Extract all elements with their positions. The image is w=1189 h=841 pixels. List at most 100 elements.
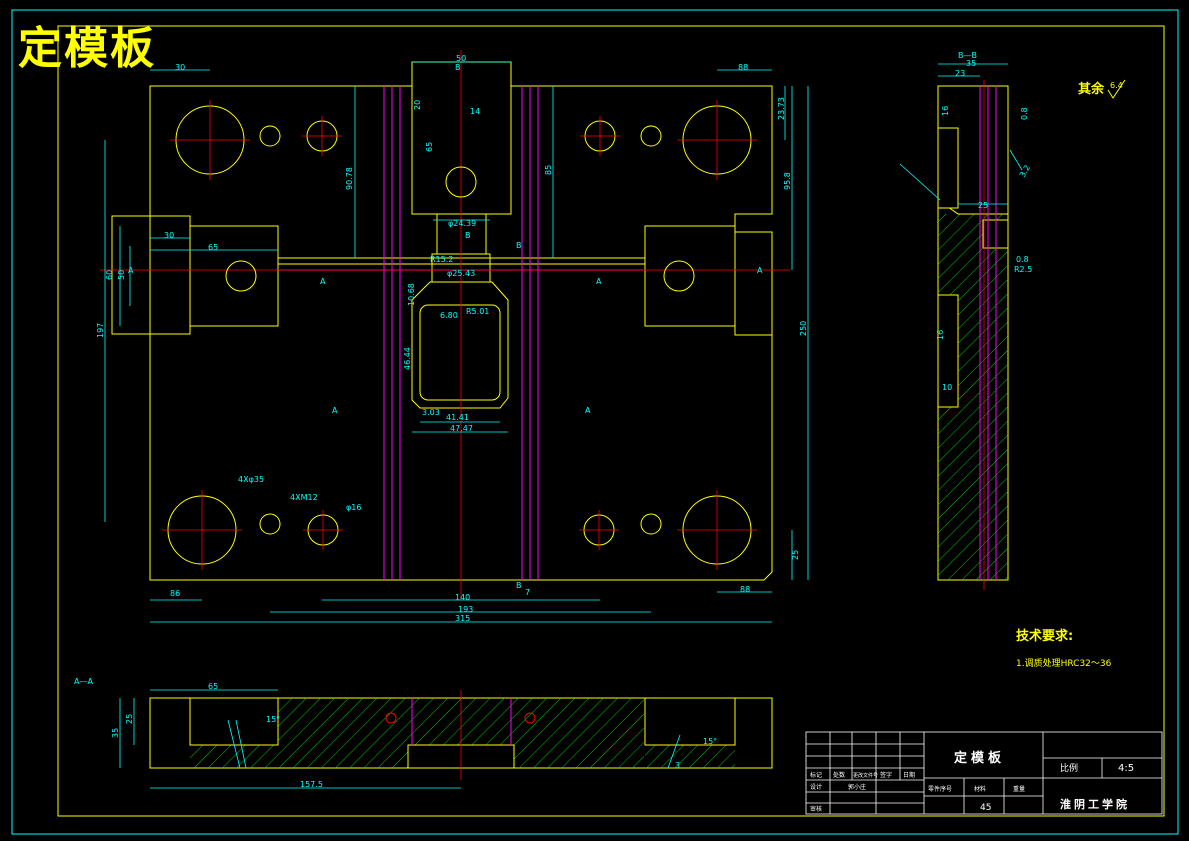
dimension-label: 16 [936,330,945,340]
dimension-label: 签字 [880,771,892,779]
dimension-label: 23 [955,69,965,78]
dimension-label: A [757,266,763,275]
dimension-label: 193 [458,605,473,614]
dimension-label: 4:5 [1118,763,1134,774]
dimension-label: 10 [942,383,952,392]
dimension-label: R5.01 [466,307,489,316]
dimension-label: 日期 [903,771,915,779]
dimension-label: A [128,266,134,275]
dimension-label: 零件序号 [928,785,952,793]
dimension-label: 140 [455,593,470,602]
inner-frame [57,25,1165,817]
dimension-label: R2.5 [1014,265,1032,274]
dimension-label: B [516,581,522,590]
dimension-label: 90.78 [345,167,354,190]
dimension-label: A [585,406,591,415]
dimension-label: 4XM12 [290,493,318,502]
dimension-label: 197 [96,323,105,338]
dimension-label: 315 [455,614,470,623]
dimension-label: 郭小庄 [848,783,866,791]
dimension-label: 3.03 [422,408,440,417]
dimension-label: 250 [799,321,808,336]
dimension-label: 88 [740,585,750,594]
title-block [805,731,1163,815]
dimension-label: 65 [425,142,434,152]
dimension-label: 85 [544,165,553,175]
dimension-label: 25 [125,714,134,724]
tech-req-title: 技术要求: [1016,628,1073,644]
dimension-label: B [455,63,461,72]
dimension-label: φ16 [346,503,361,512]
section-bb-view: B—B 35 23 25 0.8 R2.5 16 10 0.8 16 3.2 [899,51,1032,590]
dimension-label: A [320,277,326,286]
dimension-label: 45 [980,803,991,813]
dimension-label: 重量 [1013,785,1025,793]
dimension-label: φ24.39 [448,219,476,228]
dimension-label: 30 [175,63,185,72]
top-block [411,61,512,215]
roughness-note: 其余 [1078,81,1105,97]
dimension-label: 25 [791,550,800,560]
dimension-label: 3.2 [1018,163,1032,179]
dimension-label: B [516,241,522,250]
tech-req-item: 1.调质处理HRC32～36 [1016,657,1112,669]
dimension-label: B—B [958,51,977,60]
dimension-label: 46.44 [403,347,412,370]
dimension-label: R15.2 [430,255,453,264]
drawing-title: 定模板 [18,23,156,74]
dimension-label: φ25.43 [447,269,475,278]
dimension-label: 0.8 [1020,107,1029,120]
left-insert [189,225,279,327]
dimension-label: 设计 [810,783,822,791]
dimension-label: 30 [164,231,174,240]
dimension-label: 比例 [1060,762,1078,774]
dimension-label: B [465,231,471,240]
dimension-label: A—A [74,677,93,686]
dimension-label: 25 [978,201,988,210]
dimension-label: 7 [525,588,530,597]
dimension-label: 20 [413,100,422,110]
dimension-label: 15° [266,715,280,724]
dimension-label: 标记 [810,771,822,779]
dimension-label: A [332,406,338,415]
dimension-label: 0.8 [1016,255,1029,264]
dimension-label: 35 [111,728,120,738]
dimension-label: 65 [208,243,218,252]
outer-frame [11,9,1179,835]
dimension-label: 65 [208,682,218,691]
cavity-outline [411,281,509,409]
dimension-label: 10.68 [407,283,416,306]
dimension-label: 86 [170,589,180,598]
dimension-label: 3 [675,761,680,770]
dimension-label: 审核 [810,805,822,813]
dimension-label: 15° [703,737,717,746]
plan-dim-texts: 30 50 88 20 65 14 23.73 90.78 85 95.8 φ2… [96,54,808,623]
dimension-label: 60 [105,270,114,280]
dimension-label: 23.73 [777,97,786,120]
dimension-label: 淮阴工学院 [1060,797,1130,811]
dimension-label: 88 [738,63,748,72]
dimension-label: 4Xφ35 [238,475,264,484]
plan-view [100,50,809,623]
dimension-label: 定模板 [953,750,1005,766]
dimension-label: 50 [117,270,126,280]
dimension-label: 47.47 [450,424,473,433]
title-block-texts: 定模板 比例 4:5 45 淮阴工学院 标记 处数 更改文件号 签字 日期 设计… [810,750,1134,813]
right-insert [644,225,736,327]
dimension-label: 更改文件号 [853,772,878,779]
dimension-label: 处数 [833,771,845,779]
section-aa-view: A—A 65 157.5 35 25 15° 15° 3 [74,677,773,789]
dimension-label: 95.8 [783,172,792,190]
dimension-label: 6.4 [1110,81,1123,90]
dimension-label: 材料 [974,785,986,793]
dimension-label: 35 [966,59,976,68]
dimension-label: 41.41 [446,413,469,422]
dimension-label: 14 [470,107,480,116]
dimension-label: 16 [941,106,950,116]
roughness-symbol [1107,79,1126,99]
dimension-label: 157.5 [300,780,323,789]
dimension-label: 50 [456,54,466,63]
dimension-label: 6.80 [440,311,458,320]
dimension-label: A [596,277,602,286]
